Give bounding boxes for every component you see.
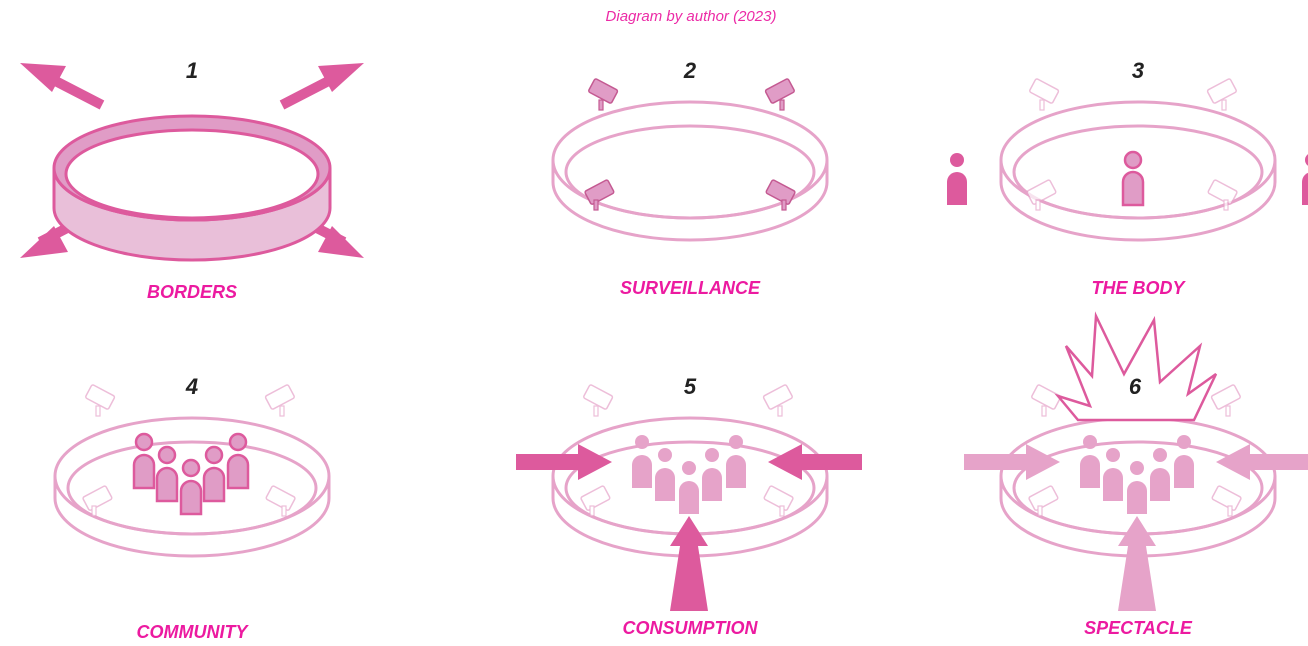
inward-arrow-icon <box>516 444 862 611</box>
cctv-camera-icon <box>765 179 796 211</box>
person-icon <box>1174 435 1194 488</box>
enclosure-ring <box>53 416 331 558</box>
spectacle-diagram <box>964 311 1308 611</box>
person-icon <box>202 445 226 503</box>
person-icon <box>632 435 652 488</box>
person-icon <box>679 461 699 514</box>
enclosure-ring <box>551 100 829 242</box>
community-diagram <box>53 384 331 558</box>
panel-title: THE BODY <box>1091 278 1185 298</box>
cctv-camera-icon <box>1026 179 1057 211</box>
panel-title: BORDERS <box>146 282 237 302</box>
person-icon <box>179 458 203 516</box>
person-icon <box>702 448 722 501</box>
panel-title: SPECTACLE <box>1084 618 1192 638</box>
cctv-camera-icon <box>1031 384 1062 417</box>
cctv-camera-icon <box>1206 78 1237 111</box>
cctv-camera-icon <box>580 485 611 517</box>
border-ring <box>52 114 332 262</box>
person-icon <box>1302 154 1308 205</box>
panel-number: 4 <box>185 374 199 399</box>
cctv-camera-icon <box>1211 485 1242 517</box>
panel-number: 6 <box>1128 374 1142 399</box>
panel-number: 2 <box>683 58 697 83</box>
person-icon <box>1150 448 1170 501</box>
panel-surveillance: 2 SURVEILLANCE <box>540 0 840 300</box>
cctv-camera-icon <box>265 485 296 517</box>
panel-the-body: 3 THE BODY <box>947 0 1308 300</box>
cctv-camera-icon <box>584 179 615 211</box>
cctv-camera-icon <box>1207 179 1238 211</box>
panel-title: CONSUMPTION <box>622 618 758 638</box>
person-icon <box>1080 435 1100 488</box>
outward-arrow-icon <box>20 63 364 258</box>
panel-number: 5 <box>683 374 697 399</box>
cctv-camera-icon <box>85 384 116 417</box>
person-icon <box>1121 150 1145 207</box>
person-icon <box>1103 448 1123 501</box>
cctv-camera-icon <box>1210 384 1241 417</box>
panel-borders: 1 BORDERS <box>20 0 364 302</box>
cctv-camera-icon <box>1028 485 1059 517</box>
cctv-camera-icon <box>82 485 113 517</box>
panel-title: SURVEILLANCE <box>619 278 760 298</box>
cctv-camera-icon <box>762 384 793 417</box>
cctv-camera-icon <box>588 78 619 111</box>
cctv-camera-icon <box>763 485 794 517</box>
inward-arrow-icon <box>964 444 1308 611</box>
cctv-camera-icon <box>764 78 795 111</box>
surveillance-diagram <box>551 78 829 242</box>
person-icon <box>947 153 967 205</box>
person-icon <box>155 445 179 503</box>
person-icon <box>226 432 250 490</box>
enclosure-ring <box>999 100 1277 242</box>
consumption-diagram <box>516 384 862 611</box>
person-icon <box>726 435 746 488</box>
panel-community: 4 COMMUNITY <box>42 316 342 642</box>
panel-number: 1 <box>185 58 199 83</box>
starburst-icon <box>1054 311 1218 422</box>
body-diagram <box>947 78 1308 242</box>
cctv-camera-icon <box>264 384 295 417</box>
person-icon <box>1127 461 1147 514</box>
panel-title: COMMUNITY <box>136 622 248 642</box>
person-icon <box>655 448 675 501</box>
panel-consumption: 5 CONSUMPTION <box>516 316 862 638</box>
cctv-camera-icon <box>1029 78 1060 111</box>
diagram-credit: Diagram by author (2023) <box>605 8 777 25</box>
panel-number: 3 <box>1131 58 1145 83</box>
borders-diagram <box>20 63 364 262</box>
person-icon <box>132 432 156 490</box>
panel-spectacle: 6 SPECTACLE <box>964 311 1308 638</box>
cctv-camera-icon <box>583 384 614 417</box>
